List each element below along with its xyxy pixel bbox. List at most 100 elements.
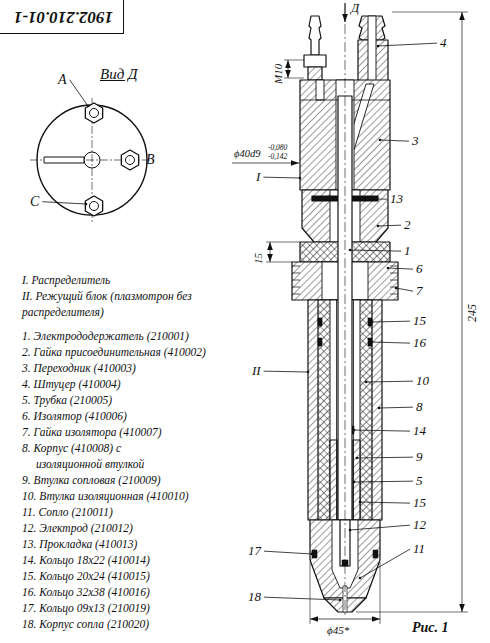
- o-ring: [318, 338, 322, 346]
- leader-line: [360, 502, 410, 503]
- parts-list-item: 16. Кольцо 32х38 (410016): [22, 584, 244, 600]
- stud-bore: [316, 80, 324, 100]
- parts-list-item: 11. Сопло (210011): [22, 504, 244, 520]
- leader-dot: [371, 321, 374, 324]
- leader-dot: [377, 45, 380, 48]
- leader-line: [350, 525, 410, 530]
- thread-stroke: [292, 294, 300, 295]
- dimension-line: [232, 163, 299, 164]
- callout-number: 11: [413, 542, 425, 556]
- extension-line: [284, 78, 304, 79]
- callout-number: 2: [404, 218, 411, 232]
- parts-list-item: 15. Кольцо 20х24 (410015): [22, 568, 244, 584]
- slot: [44, 157, 84, 163]
- leader-line: [372, 321, 410, 323]
- parts-list-item: 12. Электрод (210012): [22, 520, 244, 536]
- dimension-label: ϕ40d9: [234, 148, 260, 160]
- callout-number: 17: [248, 544, 261, 558]
- thread-stroke: [390, 266, 398, 267]
- callout-number: 15: [413, 314, 426, 328]
- nozzle-sleeve: [353, 440, 360, 520]
- parts-list-item: 5. Трубка (210005): [22, 392, 244, 408]
- leader-dot: [349, 529, 352, 532]
- leader-line: [396, 288, 413, 291]
- leader-line: [42, 202, 86, 204]
- fitting-bore: [90, 109, 99, 118]
- extension-line: [266, 242, 300, 243]
- leader-dot: [339, 599, 342, 602]
- callout-number: 4: [440, 36, 447, 50]
- leader-line: [378, 43, 437, 46]
- view-arrow: [344, 3, 345, 22]
- leader-line: [379, 407, 413, 409]
- leader-dot: [387, 267, 390, 270]
- callout-number: 10: [416, 374, 429, 388]
- leader-dot: [378, 407, 381, 410]
- parts-list-item: 8. Корпус (410008) с изоляционной втулко…: [22, 440, 176, 472]
- parts-list-item: 9. Втулка сопловая (210009): [22, 472, 244, 488]
- parts-list-item: 7. Гайка изолятора (410007): [22, 424, 244, 440]
- callout-number: 16: [413, 336, 426, 350]
- leader-dot: [307, 371, 310, 374]
- leader-dot: [353, 481, 356, 484]
- leader-line: [372, 342, 410, 343]
- parts-list-item: 14. Кольцо 18х22 (410014): [22, 552, 244, 568]
- parts-list-item: II. Режущий блок (плазмотрон без распред…: [22, 288, 192, 320]
- dimension-line: [310, 619, 380, 620]
- thread-stroke: [390, 280, 398, 281]
- leader-dot: [371, 341, 374, 344]
- leader-dot: [365, 381, 368, 384]
- leader-dot: [379, 139, 382, 142]
- extension-line: [392, 12, 468, 13]
- parts-list-item: 4. Штуцер (410004): [22, 376, 244, 392]
- tube-wall: [353, 300, 354, 520]
- leader-line: [264, 371, 308, 373]
- hex-fitting: [121, 150, 138, 170]
- parts-list-item: 18. Корпус сопла (210020): [22, 616, 244, 632]
- threaded-stud: [308, 67, 322, 80]
- parts-list-item: 13. Прокладка (410013): [22, 536, 244, 552]
- leader-dot: [311, 553, 314, 556]
- leader-line: [360, 549, 410, 578]
- dimension-line: [270, 242, 271, 262]
- nozzle-sleeve: [330, 440, 337, 520]
- leader-line: [366, 381, 413, 383]
- leader-dot: [299, 177, 302, 180]
- leader-line: [378, 225, 401, 227]
- thread-stroke: [292, 266, 300, 267]
- dimension-line: [462, 12, 463, 612]
- callout-number: 1: [404, 244, 411, 258]
- leader-line: [264, 551, 312, 554]
- leader-dot: [349, 249, 352, 252]
- parts-list-item: 17. Кольцо 09х13 (210019): [22, 600, 244, 616]
- callout-number: 12: [413, 518, 426, 532]
- parts-list-item: I. Распределитель: [22, 272, 244, 288]
- dimension-label: M10: [272, 64, 284, 84]
- callout-number: 13: [390, 192, 403, 206]
- extension-line: [310, 562, 311, 624]
- thread-stroke: [292, 280, 300, 281]
- leader-line: [366, 199, 387, 200]
- dimension-label: ϕ45*: [327, 624, 349, 636]
- callout-number: 14: [413, 424, 426, 438]
- leader-line: [354, 430, 410, 431]
- leader-line: [264, 597, 340, 600]
- thread-stroke: [292, 287, 300, 288]
- leader-dot: [359, 501, 362, 504]
- title-stamp: 1902.210.01-1: [0, 0, 124, 34]
- figure-caption: Рис. 1: [412, 620, 449, 635]
- hex-fitting: [85, 103, 102, 123]
- callout-number: 15: [413, 496, 426, 510]
- view-label: B: [146, 152, 155, 167]
- view-label: A: [58, 72, 67, 87]
- parts-list-item: 3. Переходник (410003): [22, 360, 244, 376]
- o-ring: [373, 550, 378, 558]
- extension-line: [284, 60, 304, 61]
- view-label: Вид Д: [100, 66, 138, 83]
- parts-list-item: 10. Втулка изоляционная (410010): [22, 488, 244, 504]
- callout-number: 8: [416, 400, 423, 414]
- leader-line: [354, 481, 413, 483]
- callout-number: 7: [416, 284, 423, 298]
- fitting-bore: [126, 156, 135, 165]
- leader-line: [380, 140, 409, 141]
